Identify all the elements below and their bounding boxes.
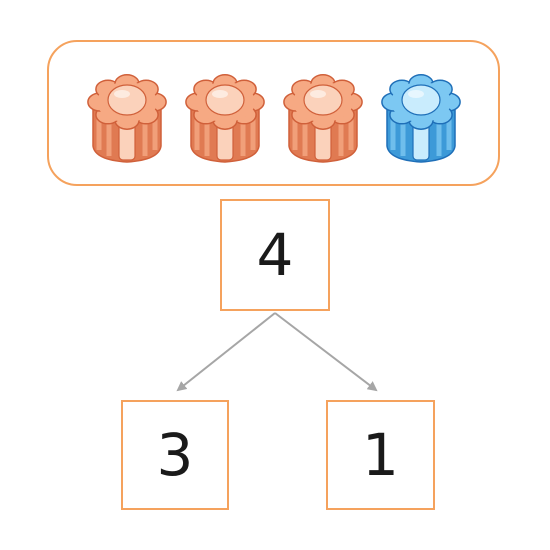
part-number-box-left: 3	[121, 400, 229, 510]
arrow-to-left-part	[176, 312, 276, 392]
whole-number-box: 4	[220, 199, 330, 311]
counter-tray	[47, 40, 500, 186]
counter-orange-2	[183, 68, 267, 164]
counter-orange-1	[85, 68, 169, 164]
arrow-to-right-part	[274, 312, 378, 392]
counter-orange-3	[281, 68, 365, 164]
part-number-box-right: 1	[326, 400, 435, 510]
whole-number: 4	[256, 221, 294, 289]
part-number-right: 1	[362, 421, 399, 489]
part-number-left: 3	[156, 421, 194, 489]
counter-blue-1	[379, 68, 463, 164]
